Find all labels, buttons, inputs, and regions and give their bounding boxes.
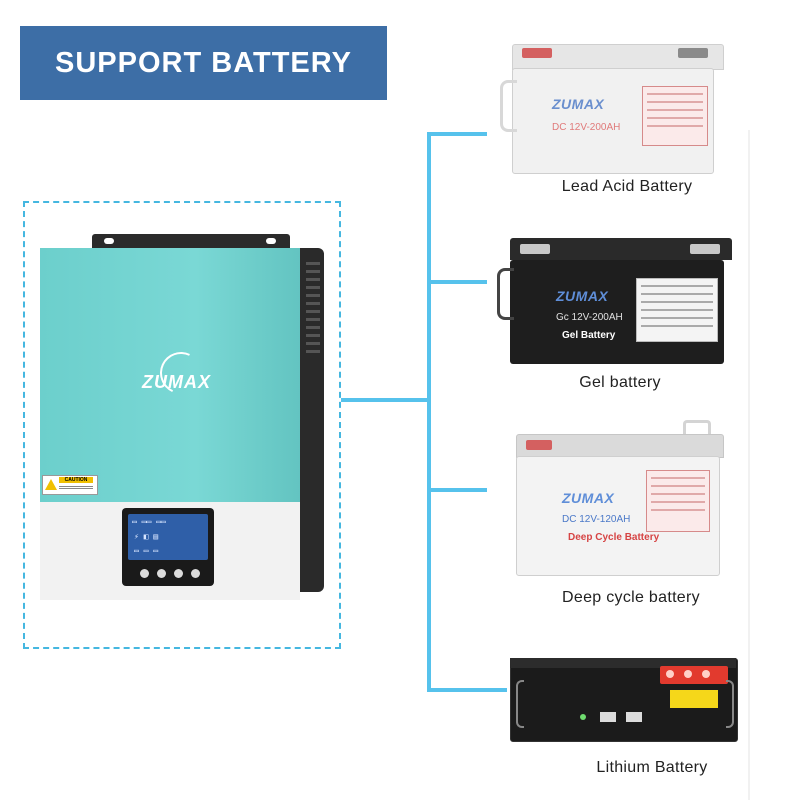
vent-slot	[306, 334, 320, 337]
terminal-negative	[678, 48, 708, 58]
warning-icon	[45, 479, 57, 490]
inverter-front-cover	[40, 248, 300, 502]
panel-button-enter[interactable]	[191, 569, 200, 578]
vent-slot	[306, 326, 320, 329]
inverter-side-panel	[300, 248, 324, 592]
bracket-hole	[104, 238, 114, 244]
connector-terminal	[666, 670, 674, 678]
battery-label-deep-cycle: Deep cycle battery	[562, 589, 700, 606]
panel-button-down[interactable]	[174, 569, 183, 578]
battery-spec: DC 12V-200AH	[552, 122, 621, 133]
battery-label-lead-acid: Lead Acid Battery	[561, 178, 693, 195]
vent-slot	[306, 294, 320, 297]
battery-handle	[497, 268, 514, 320]
battery-port	[600, 712, 616, 722]
inverter-mount-bracket	[92, 234, 290, 248]
connector-terminal	[684, 670, 692, 678]
connector-terminal	[702, 670, 710, 678]
sticker-line	[647, 125, 703, 127]
battery-subtitle: Gel Battery	[562, 330, 616, 341]
lcd-status-icon: ⚡ ◧ ▤	[134, 532, 159, 541]
battery-spec: DC 12V-120AH	[562, 514, 631, 525]
battery-label-lithium: Lithium Battery	[596, 759, 708, 776]
lcd-battery-icon: ▭ ▭ ▭	[134, 546, 159, 555]
connector-branch-lithium	[427, 688, 507, 692]
connector-vertical-trunk	[427, 132, 431, 692]
battery-handle	[500, 80, 517, 132]
battery-rack-handle	[726, 680, 734, 728]
connector-branch-gel	[427, 280, 487, 284]
sticker-line	[651, 493, 705, 495]
sticker-line	[641, 325, 713, 327]
battery-subtitle: Deep Cycle Battery	[568, 532, 660, 543]
connector-branch-deep-cycle	[427, 488, 487, 492]
sticker-line	[641, 285, 713, 287]
terminal-positive	[520, 244, 550, 254]
terminal-negative	[690, 244, 720, 254]
vent-slot	[306, 318, 320, 321]
sticker-line	[651, 501, 705, 503]
sticker-line	[651, 509, 705, 511]
vent-slot	[306, 286, 320, 289]
vent-slot	[306, 310, 320, 313]
sticker-line	[641, 301, 713, 303]
inverter-brand: ZUMAX	[142, 372, 211, 392]
connector-horizontal-main	[341, 398, 429, 402]
bracket-hole	[266, 238, 276, 244]
sticker-line	[651, 485, 705, 487]
caution-label: CAUTION	[59, 477, 93, 483]
caution-fine-print-lines	[59, 485, 93, 491]
header-banner: SUPPORT BATTERY	[20, 26, 387, 100]
battery-brand: ZUMAX	[562, 490, 615, 506]
panel-button-up[interactable]	[157, 569, 166, 578]
vent-slot	[306, 302, 320, 305]
connector-branch-lead-acid	[427, 132, 487, 136]
sticker-line	[647, 109, 703, 111]
battery-spec: Gc 12V-200AH	[556, 312, 623, 323]
caution-sticker: CAUTION	[42, 475, 98, 495]
battery-brand: ZUMAX	[552, 96, 605, 112]
lcd-readout-icon: ▭ ▭▭ ▭▭	[132, 517, 166, 526]
battery-label-gel: Gel battery	[579, 374, 661, 391]
vent-slot	[306, 262, 320, 265]
battery-rack-handle	[516, 680, 524, 728]
vent-slot	[306, 278, 320, 281]
sticker-line	[641, 309, 713, 311]
battery-warning-label	[670, 690, 718, 708]
page-title: SUPPORT BATTERY	[55, 46, 352, 79]
battery-info-sticker	[636, 278, 718, 342]
inverter-frame	[23, 201, 341, 649]
battery-handle	[683, 420, 711, 439]
sticker-line	[647, 117, 703, 119]
battery-brand: ZUMAX	[556, 288, 609, 304]
right-divider	[748, 130, 750, 800]
lcd-display: ▭ ▭▭ ▭▭ ⚡ ◧ ▤ ▭ ▭ ▭	[128, 514, 208, 560]
battery-rack-top	[510, 658, 736, 668]
status-led-icon	[580, 714, 586, 720]
battery-port	[626, 712, 642, 722]
sticker-line	[651, 477, 705, 479]
sticker-line	[641, 317, 713, 319]
sticker-line	[647, 93, 703, 95]
vent-slot	[306, 342, 320, 345]
terminal-positive	[522, 48, 552, 58]
panel-button-esc[interactable]	[140, 569, 149, 578]
battery-connector-block	[660, 666, 728, 684]
sticker-line	[641, 293, 713, 295]
battery-info-sticker	[646, 470, 710, 532]
vent-slot	[306, 350, 320, 353]
battery-lid	[510, 238, 732, 260]
sticker-line	[647, 101, 703, 103]
terminal-positive	[526, 440, 552, 450]
vent-slot	[306, 270, 320, 273]
battery-info-sticker	[642, 86, 708, 146]
